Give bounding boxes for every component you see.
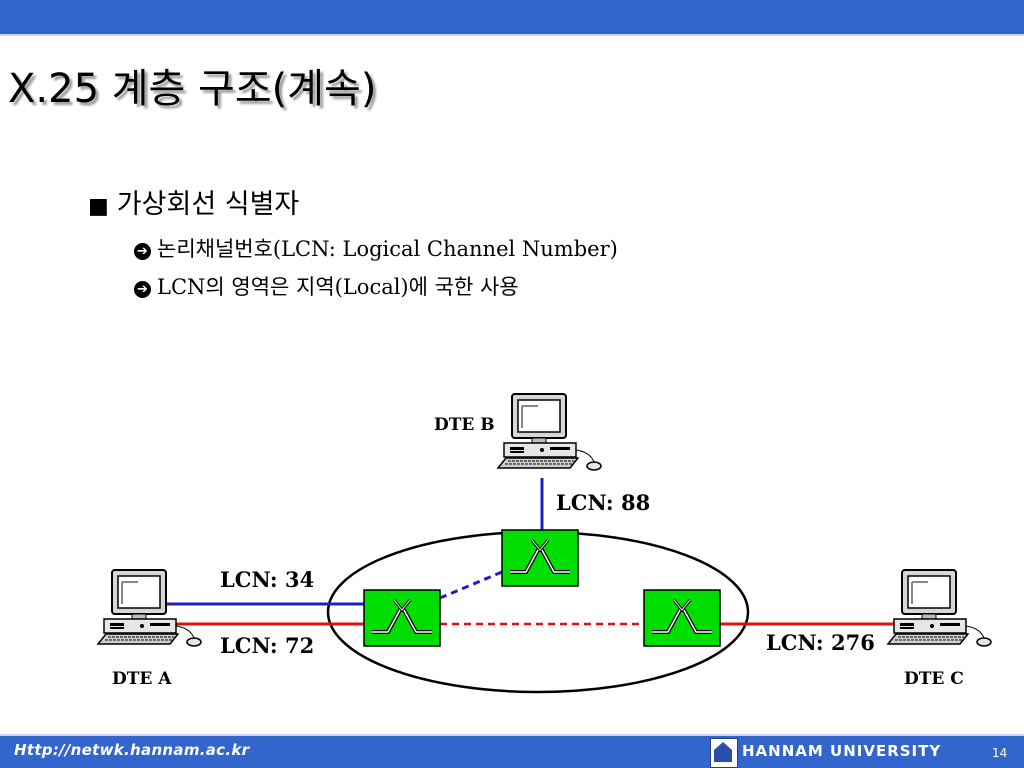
top-bar-divider (0, 34, 1024, 36)
square-bullet-icon: ■ (88, 194, 109, 219)
slide-title: X.25 계층 구조(계속) (8, 66, 377, 112)
bullet-item: ■ 가상회선 식별자 (88, 182, 618, 221)
arrow-bullet-icon: ➔ (134, 243, 151, 260)
lcn-276-label: LCN: 276 (766, 630, 875, 655)
sub-bullet-item: ➔ 논리채널번호(LCN: Logical Channel Number) (134, 233, 618, 263)
sub-bullet-text: LCN의 영역은 지역(Local)에 국한 사용 (157, 275, 519, 299)
dte-c-computer-icon (887, 569, 992, 647)
sub-bullet-text: 논리채널번호(LCN: Logical Channel Number) (157, 237, 618, 261)
dte-b-computer-icon (497, 393, 602, 471)
footer-divider (0, 734, 1024, 736)
dte-c-label: DTE C (904, 669, 964, 689)
dte-a-label: DTE A (112, 669, 172, 689)
lcn-88-label: LCN: 88 (556, 490, 650, 515)
lcn-72-label: LCN: 72 (220, 633, 314, 658)
switch-node-right (642, 588, 722, 648)
footer-university-name: HANNAM UNIVERSITY (742, 742, 942, 760)
dte-a-computer-icon (97, 569, 202, 647)
lcn-34-label: LCN: 34 (220, 567, 314, 592)
footer-url-link[interactable]: Http://netwk.hannam.ac.kr (14, 741, 250, 759)
bullet-text: 가상회선 식별자 (116, 189, 300, 220)
switch-node-left (362, 588, 442, 648)
dte-b-label: DTE B (434, 415, 495, 435)
switch-node-top (500, 528, 580, 588)
page-number: 14 (992, 746, 1008, 760)
university-logo-icon (710, 738, 738, 768)
arrow-bullet-icon: ➔ (134, 281, 151, 298)
sub-bullet-item: ➔ LCN의 영역은 지역(Local)에 국한 사용 (134, 271, 618, 301)
footer-bar (0, 736, 1024, 768)
bullet-list: ■ 가상회선 식별자 ➔ 논리채널번호(LCN: Logical Channel N… (88, 182, 618, 309)
top-bar (0, 0, 1024, 34)
